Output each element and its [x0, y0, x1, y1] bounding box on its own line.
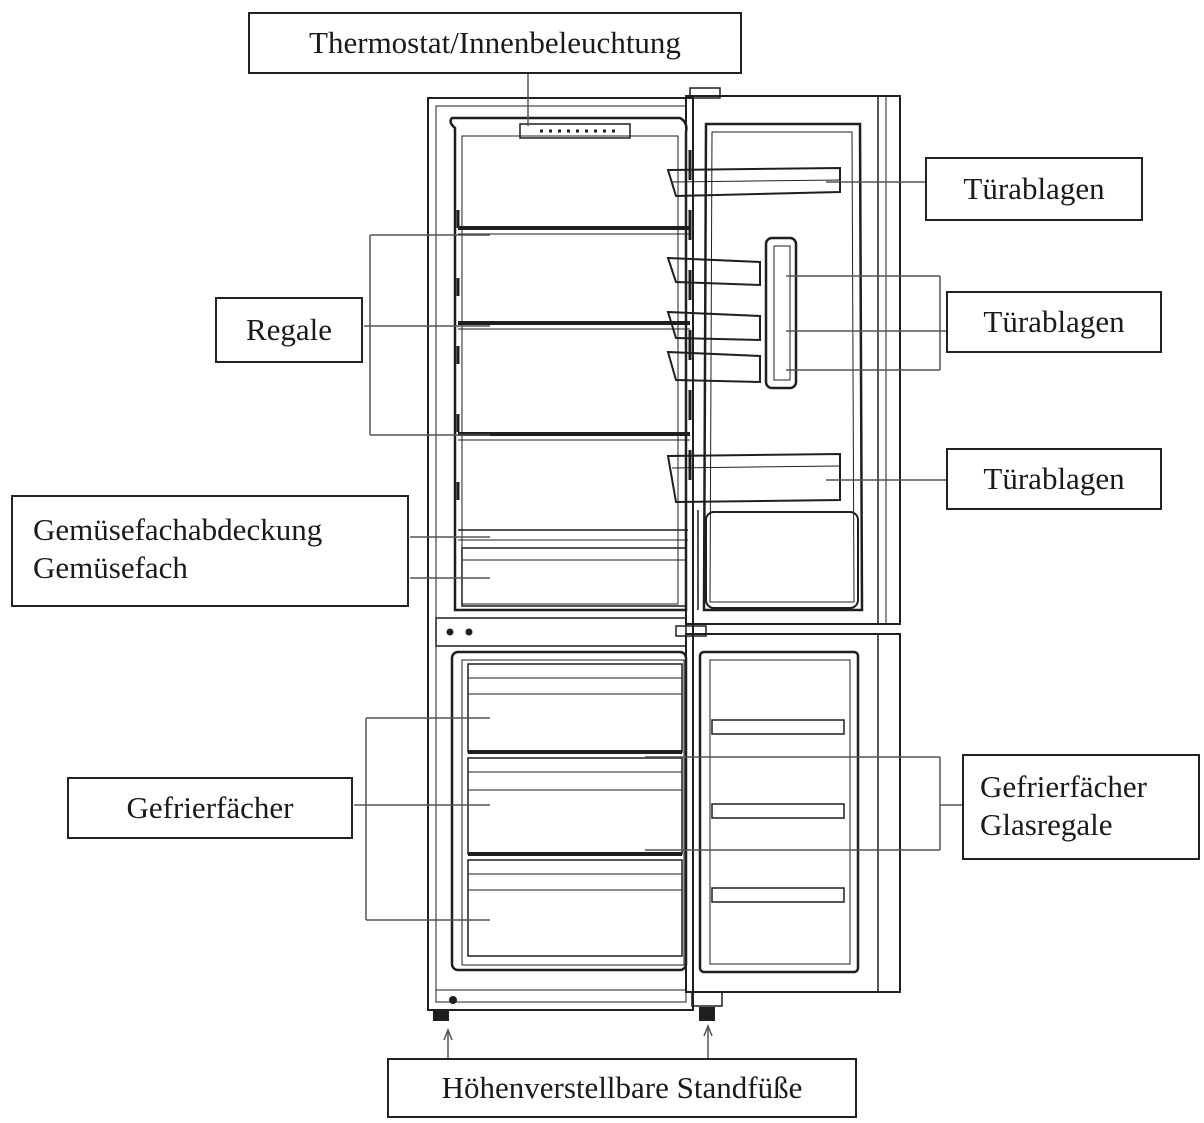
freezer-door — [676, 626, 900, 1006]
freezer-drawers-left-text: Gefrierfächer — [126, 790, 294, 825]
crisper-text: Gemüsefach — [33, 550, 188, 585]
thermostat-label-text: Thermostat/Innenbeleuchtung — [309, 25, 681, 60]
adjustable-feet-text: Höhenverstellbare Standfüße — [441, 1070, 803, 1105]
crisper-label: Gemüsefachabdeckung Gemüsefach — [11, 495, 409, 607]
freezer-glass-label: Gefrierfächer Glasregale — [962, 754, 1200, 860]
freezer-drawers-right-text: Gefrierfächer — [980, 769, 1147, 804]
shelves-label: Regale — [215, 297, 363, 363]
thermostat-label: Thermostat/Innenbeleuchtung — [248, 12, 742, 74]
door-shelves-bottom-text: Türablagen — [983, 461, 1125, 496]
shelves-text: Regale — [245, 312, 333, 347]
fridge-door — [668, 88, 900, 624]
door-shelves-middle-text: Türablagen — [983, 304, 1125, 339]
crisper-cover-text: Gemüsefachabdeckung — [33, 512, 323, 547]
leader-lines — [354, 73, 962, 1066]
door-shelves-bottom-label: Türablagen — [946, 448, 1162, 510]
freezer-drawers-left-label: Gefrierfächer — [67, 777, 353, 839]
glass-shelves-text: Glasregale — [980, 807, 1113, 842]
fridge-cabinet — [428, 98, 714, 1020]
adjustable-feet-label: Höhenverstellbare Standfüße — [387, 1058, 857, 1118]
door-shelves-middle-label: Türablagen — [946, 291, 1162, 353]
door-shelves-top-text: Türablagen — [963, 171, 1105, 206]
door-shelves-top-label: Türablagen — [925, 157, 1143, 221]
